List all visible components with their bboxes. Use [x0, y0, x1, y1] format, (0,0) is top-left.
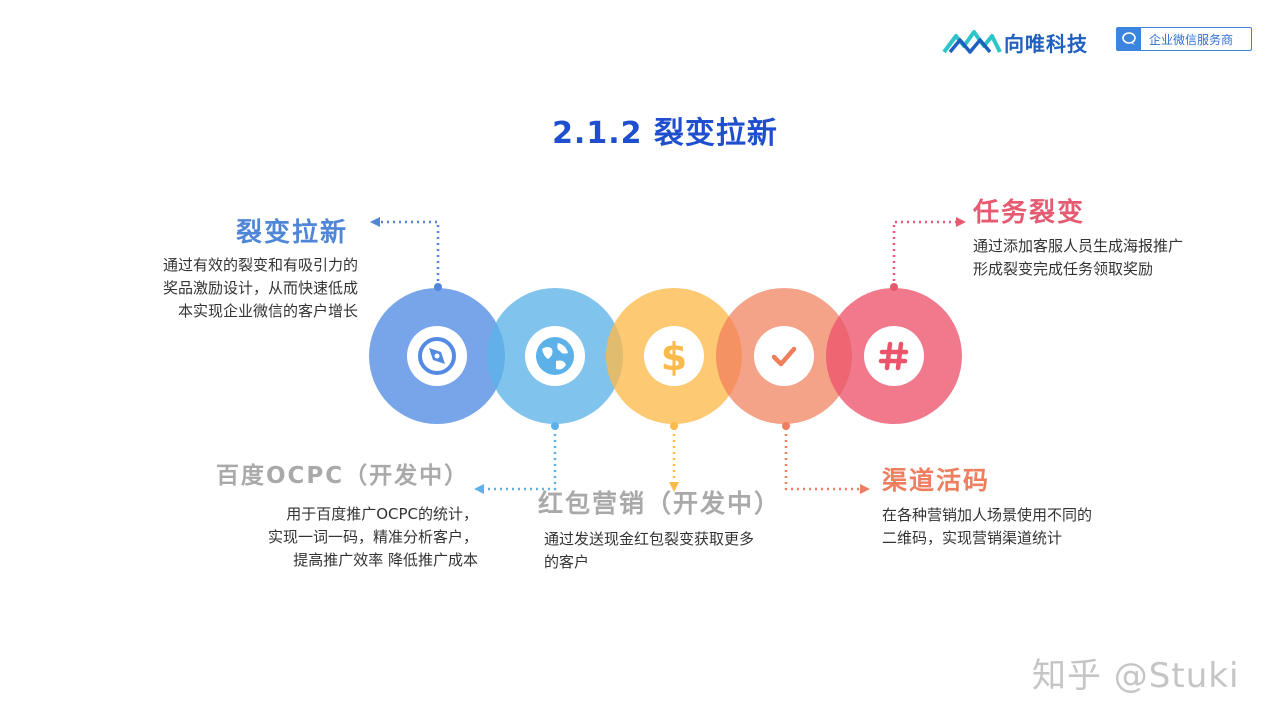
feature-desc-1: 通过有效的裂变和有吸引力的 奖品激励设计，从而快速低成 本实现企业微信的客户增长 — [162, 256, 358, 320]
svg-text:$: $ — [661, 335, 687, 378]
dollar-icon: $ — [644, 326, 704, 386]
chat-bubble-icon — [1117, 28, 1141, 50]
page-title: 2.1.2 裂变拉新 — [552, 116, 778, 151]
arrowhead-3 — [669, 482, 679, 492]
mountain-logo-icon — [942, 30, 1002, 54]
brand-logo: 向唯科技 — [942, 26, 1092, 56]
compass-icon — [407, 326, 467, 386]
brand-name: 向唯科技 — [1004, 32, 1088, 56]
arrowhead-1 — [370, 217, 380, 227]
badge-text: 企业微信服务商 — [1149, 32, 1234, 47]
feature-title-3: 红包营销（开发中） — [538, 489, 782, 518]
feature-desc-2: 用于百度推广OCPC的统计， 实现一词一码，精准分析客户， 提高推广效率 降低推… — [267, 505, 478, 569]
feature-circle-2 — [487, 288, 623, 424]
service-provider-badge: 企业微信服务商 — [1116, 27, 1252, 51]
hashtag-icon — [864, 326, 924, 386]
feature-desc-3: 通过发送现金红包裂变获取更多 的客户 — [544, 530, 755, 571]
watermark: 知乎 @Stuki — [1032, 656, 1240, 696]
connector-4 — [784, 428, 862, 491]
feature-desc-4: 在各种营销加人场景使用不同的 二维码，实现营销渠道统计 — [882, 506, 1093, 547]
feature-desc-5: 通过添加客服人员生成海报推广 形成裂变完成任务领取奖励 — [973, 237, 1184, 278]
feature-title-1: 裂变拉新 — [236, 218, 349, 248]
connector-2 — [482, 428, 557, 491]
globe-icon — [525, 326, 585, 386]
connector-dot-3 — [670, 422, 678, 430]
arrowhead-5 — [956, 217, 966, 227]
connector-dot-4 — [782, 422, 790, 430]
arrowhead-4 — [860, 484, 870, 494]
feature-title-4: 渠道活码 — [882, 466, 991, 495]
connector-5 — [892, 220, 958, 287]
feature-title-2: 百度OCPC（开发中） — [216, 463, 470, 489]
arrowhead-2 — [474, 484, 484, 494]
connector-1 — [378, 220, 440, 287]
feature-circle-5 — [826, 288, 962, 424]
connector-dot-2 — [551, 422, 559, 430]
feature-circle-1 — [369, 288, 505, 424]
checkmark-icon — [754, 326, 814, 386]
feature-title-5: 任务裂变 — [973, 198, 1086, 228]
